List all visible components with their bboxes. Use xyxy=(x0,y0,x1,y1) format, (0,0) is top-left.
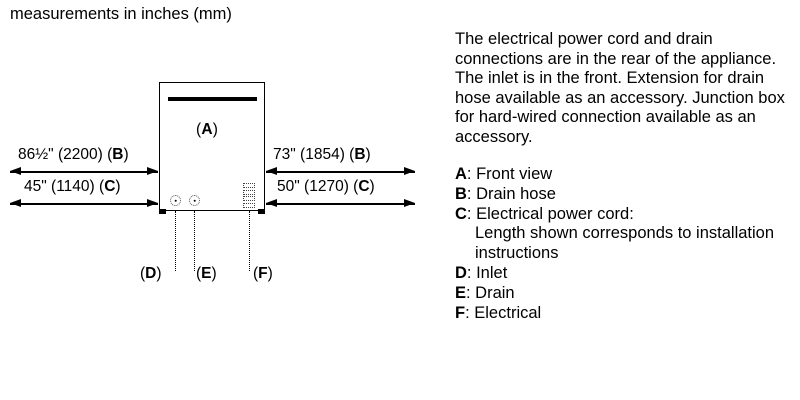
legend-item-b: B: Drain hose xyxy=(455,185,790,205)
legend-key: E xyxy=(455,283,467,302)
legend-text: : Drain xyxy=(466,283,515,302)
dimension-label-right-b: 73" (1854) (B) xyxy=(273,146,371,163)
control-panel-bar xyxy=(168,97,257,101)
legend-key: B xyxy=(455,184,467,203)
legend-item-a: A: Front view xyxy=(455,165,790,185)
legend-item-c: C: Electrical power cord:Length shown co… xyxy=(455,205,790,264)
callout-label-d: (D) xyxy=(140,265,162,282)
callout-label-f: (F) xyxy=(253,265,273,282)
legend-item-f: F: Electrical xyxy=(455,304,790,324)
legend-text: : Drain hose xyxy=(466,184,556,203)
measurement-units-caption: measurements in inches (mm) xyxy=(10,5,232,23)
legend-key: F xyxy=(455,303,466,322)
leader-line-electrical xyxy=(249,211,250,271)
appliance-foot-left xyxy=(159,209,166,214)
appliance-front-view-outline xyxy=(159,82,265,211)
dimension-arrow-right-b xyxy=(266,167,415,176)
legend-continuation: Length shown corresponds to installation… xyxy=(475,224,775,263)
installation-notes-paragraph: The electrical power cord and drain conn… xyxy=(455,30,785,146)
dimension-arrow-right-c xyxy=(266,199,415,208)
legend-text: : Electrical power cord: xyxy=(466,204,634,223)
appliance-dimension-diagram: (A) (D) (E) (F) 86½" (2200) (B) 45" (114… xyxy=(0,0,440,400)
dimension-label-left-c: 45" (1140) (C) xyxy=(24,178,121,195)
front-view-label: (A) xyxy=(196,121,219,138)
dimension-label-right-c: 50" (1270) (C) xyxy=(277,178,375,195)
drain-fitting-icon xyxy=(189,195,200,206)
inlet-fitting-icon xyxy=(170,195,181,206)
legend-key: C xyxy=(455,204,467,223)
legend-text: : Inlet xyxy=(466,263,508,282)
electrical-connection-icon xyxy=(243,183,255,208)
leader-line-inlet xyxy=(175,211,176,271)
legend-key: D xyxy=(455,263,467,282)
legend-key: A xyxy=(455,165,467,183)
dimension-arrow-left-c xyxy=(10,199,158,208)
legend-text: : Front view xyxy=(466,165,553,183)
dimension-label-left-b: 86½" (2200) (B) xyxy=(18,146,129,163)
legend-text: : Electrical xyxy=(465,303,542,322)
leader-line-drain xyxy=(194,211,195,271)
legend-item-d: D: Inlet xyxy=(455,264,790,284)
appliance-foot-right xyxy=(258,209,265,214)
dimension-arrow-left-b xyxy=(10,167,158,176)
callout-label-e: (E) xyxy=(196,265,217,282)
legend-item-e: E: Drain xyxy=(455,284,790,304)
notes-column: The electrical power cord and drain conn… xyxy=(455,30,790,323)
